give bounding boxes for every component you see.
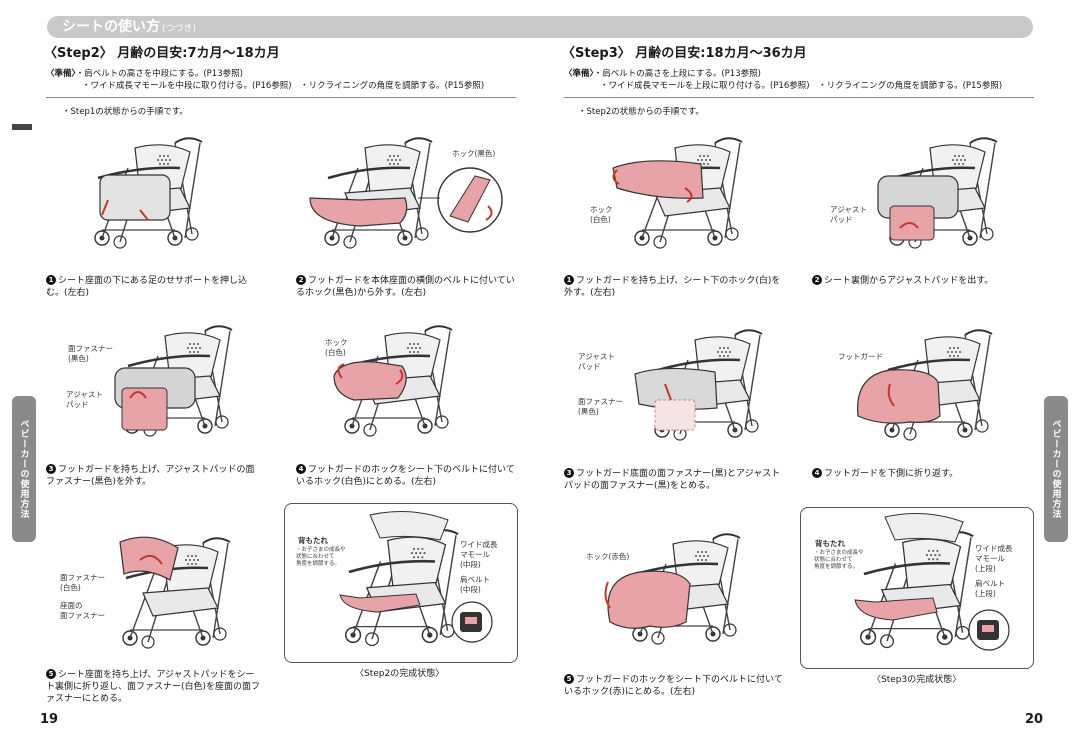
step-number-badge: 4: [812, 468, 822, 478]
side-tab-right: ベビーカーの使用方法: [1044, 396, 1068, 542]
step2-box-shoulder-label: 肩ベルト (中段): [460, 575, 490, 594]
step-number-badge: 3: [564, 468, 574, 478]
step2-fig5-illustration: [119, 536, 232, 650]
step2-complete-illustration: [339, 511, 493, 647]
step2-box-wide-label: ワイド成長 マモール (中段): [460, 540, 498, 569]
right-divider: [564, 97, 1034, 98]
section-title: シートの使い方(つづき): [62, 17, 196, 39]
step2-prep-line2: ・ワイド成長マモールを中段に取り付ける。(P16参照) ・リクライニングの角度を…: [82, 81, 485, 91]
step-number-badge: 1: [564, 275, 574, 285]
step3-note: ・Step2の状態からの手順です。: [578, 107, 704, 117]
page-number-right: 20: [1025, 712, 1044, 727]
step3-fig2-illustration: [877, 136, 999, 250]
step2-caption-1-text: シート座面の下にある足のせサポートを押し込む。(左右): [46, 276, 248, 298]
page-number-left: 19: [40, 712, 59, 727]
step3-box-shoulder-label: 肩ベルト (上段): [975, 579, 1005, 598]
step3-complete-illustration: [854, 513, 1010, 651]
step2-caption-5-text: シート座面を持ち上げ、アジャストパッドをシート裏側に折り返し、面ファスナー(白色…: [46, 670, 261, 704]
left-divider: [46, 97, 516, 98]
step3-caption-1-text: フットガードを持ち上げ、シート下のホック(白)を外す。(左右): [564, 276, 781, 298]
step3-fig4-footguard-label: フットガード: [838, 352, 883, 361]
step3-box-back-note: ・お子さまの成長や 状態に合わせて 角度を調節する。: [814, 550, 864, 570]
step2-title: 〈Step2〉 月齢の目安:7カ月〜18カ月: [44, 46, 280, 62]
step3-prep-label: 〈準備〉: [564, 69, 594, 79]
step3-fig3-face-label: 面ファスナー (黒色): [578, 397, 623, 416]
step2-fig2-hook-label: ホック(黒色): [452, 149, 496, 158]
step3-fig3-adjust-label: アジャスト パッド: [578, 352, 615, 371]
step3-fig1-illustration: [612, 136, 744, 250]
side-tab-left: ベビーカーの使用方法: [12, 396, 36, 542]
step-number-badge: 2: [296, 275, 306, 285]
step3-fig5-hook-label: ホック(赤色): [586, 552, 630, 561]
step3-box-wide-label: ワイド成長 マモール (上段): [975, 544, 1013, 573]
step-number-badge: 3: [46, 464, 56, 474]
step3-fig5-illustration: [604, 532, 742, 646]
step2-note: ・Step1の状態からの手順です。: [62, 107, 188, 117]
header-banner: [47, 16, 1033, 38]
step2-caption-3-text: フットガードを持ち上げ、アジャストパッドの面ファスナー(黒色)を外す。: [46, 465, 255, 487]
step3-prep: 〈準備〉・肩ベルトの高さを上段にする。(P13参照) ・ワイド成長マモールを上段…: [564, 68, 1044, 92]
step3-fig4-illustration: [857, 328, 994, 442]
section-subtitle: (つづき): [162, 24, 197, 34]
step2-prep-line1: ・肩ベルトの高さを中段にする。(P13参照): [75, 69, 243, 79]
step2-prefix: 〈Step2〉: [44, 46, 113, 61]
step2-complete-caption: 〈Step2の完成状態〉: [355, 669, 445, 679]
step3-prefix: 〈Step3〉: [562, 46, 631, 61]
step-number-badge: 1: [46, 275, 56, 285]
step2-age: 月齢の目安:7カ月〜18カ月: [117, 46, 280, 61]
step2-fig3-illustration: [114, 324, 234, 438]
step2-box-back-note: ・お子さまの成長や 状態に合わせて 角度を調節する。: [296, 547, 346, 567]
step2-caption-4-text: フットガードのホックをシート下のベルトに付いているホック(白色)にとめる。(左右…: [296, 465, 515, 487]
step2-fig2-illustration: [309, 136, 503, 250]
step2-fig4-illustration: [333, 324, 454, 438]
step3-fig3-illustration: [634, 328, 764, 442]
step3-fig2-adjust-label: アジャスト パッド: [830, 205, 867, 224]
step2-completion-box: [284, 503, 518, 663]
step2-prep: 〈準備〉・肩ベルトの高さを中段にする。(P13参照) ・ワイド成長マモールを中段…: [46, 68, 526, 92]
step-number-badge: 5: [46, 669, 56, 679]
chapter-marker: [12, 124, 32, 130]
step2-fig1-illustration: [93, 136, 204, 250]
step-number-badge: 2: [812, 275, 822, 285]
step3-box-back-label: 背もたれ: [815, 539, 845, 548]
step2-fig5-face-white-label: 面ファスナー (白色): [60, 573, 105, 592]
step2-fig3-adjust-label: アジャスト パッド: [66, 390, 103, 409]
step3-caption-4-text: フットガードを下側に折り返す。: [824, 469, 959, 479]
step2-fig5-seat-face-label: 座面の 面ファスナー: [60, 601, 105, 620]
step3-prep-line1: ・肩ベルトの高さを上段にする。(P13参照): [593, 69, 761, 79]
step2-fig3-face-label: 面ファスナー (黒色): [68, 344, 113, 363]
step3-caption-2-text: シート裏側からアジャストパッドを出す。: [824, 276, 994, 286]
step3-age: 月齢の目安:18カ月〜36カ月: [635, 46, 807, 61]
step3-title: 〈Step3〉 月齢の目安:18カ月〜36カ月: [562, 46, 807, 62]
step3-completion-box: [800, 507, 1034, 669]
step-number-badge: 4: [296, 464, 306, 474]
step2-prep-label: 〈準備〉: [46, 69, 76, 79]
step3-fig1-hook-label: ホック (白色): [590, 205, 613, 224]
step-number-badge: 5: [564, 674, 574, 684]
step2-caption-2-text: フットガードを本体座面の横側のベルトに付いているホック(黒色)から外す。(左右): [296, 276, 515, 298]
step3-caption-3-text: フットガード底面の面ファスナー(黒)とアジャストパッドの面ファスナー(黒)をとめ…: [564, 469, 781, 491]
step3-complete-caption: 〈Step3の完成状態〉: [872, 675, 962, 685]
step3-prep-line2: ・ワイド成長マモールを上段に取り付ける。(P16参照) ・リクライニングの角度を…: [600, 81, 1003, 91]
step2-box-back-label: 背もたれ: [298, 536, 328, 545]
step2-fig4-hook-label: ホック (白色): [325, 338, 348, 357]
step3-caption-5-text: フットガードのホックをシート下のベルトに付いているホック(赤)にとめる。(左右): [564, 675, 783, 697]
section-title-text: シートの使い方: [62, 19, 160, 35]
